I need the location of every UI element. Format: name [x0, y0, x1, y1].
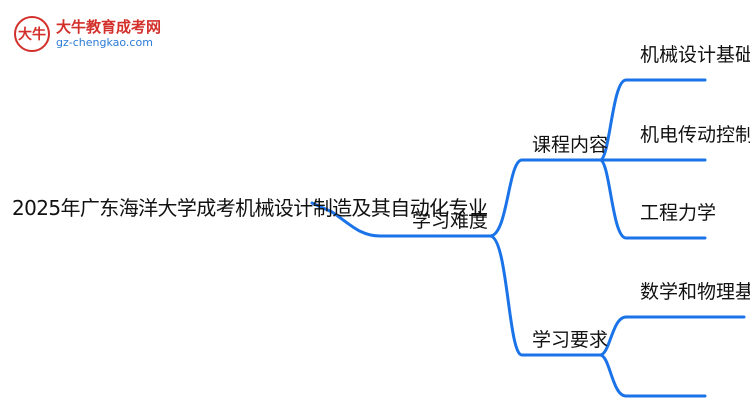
mindmap-leaf-electromechanical-control: 机电传动控制 [640, 124, 750, 146]
site-logo: 大牛 大牛教育成考网 gz-chengkao.com [14, 14, 174, 54]
logo-name: 大牛教育成考网 [56, 18, 162, 36]
logo-url: gz-chengkao.com [56, 36, 153, 49]
edge-courses-to-leaf-3 [598, 158, 707, 240]
edge-level1-to-courses [488, 158, 602, 238]
logo-mark-icon: 大牛 [14, 16, 50, 52]
edge-root-to-level1 [310, 201, 492, 238]
mindmap-leaf-math-physics: 数学和物理基础 [640, 281, 750, 303]
edge-requirements-to-leaf-2 [598, 353, 707, 398]
edge-level1-to-requirements [488, 234, 602, 357]
mindmap-leaf-mechanical-design: 机械设计基础 [640, 44, 750, 66]
mindmap-node-course-content: 课程内容 [532, 134, 609, 156]
mindmap-root: 2025年广东海洋大学成考机械设计制造及其自动化专业 [12, 196, 488, 220]
mindmap-node-study-requirements: 学习要求 [532, 329, 609, 351]
edge-requirements-to-leaf-1 [598, 315, 746, 357]
edge-courses-to-leaf-1 [598, 78, 707, 162]
mindmap-node-study-difficulty: 学习难度 [412, 210, 489, 232]
mindmap-leaf-engineering-mechanics: 工程力学 [640, 202, 717, 224]
